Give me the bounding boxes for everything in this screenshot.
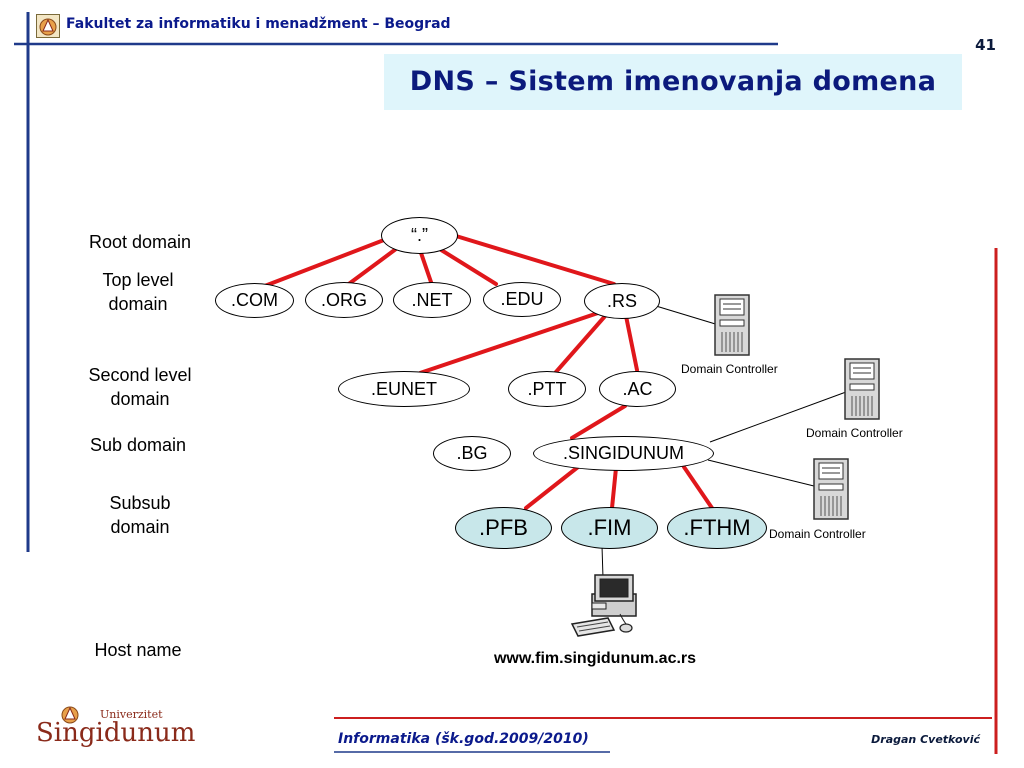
domain-controller-label: Domain Controller (806, 426, 903, 440)
university-logo-icon (61, 706, 79, 724)
edge-rs-eunet (418, 311, 600, 375)
faculty-name: Fakultet za informatiku i menadžment – B… (66, 16, 451, 32)
link-rs-dc (655, 305, 723, 327)
domain-controller-label: Domain Controller (681, 362, 778, 376)
node-fim: .FIM (561, 507, 658, 549)
node-org: .ORG (305, 282, 383, 318)
label-line: domain (108, 294, 168, 314)
label-line: domain (110, 389, 170, 409)
edge-rs-ac (624, 314, 639, 372)
node-eunet: .EUNET (338, 371, 470, 407)
page-number: 41 (975, 36, 996, 54)
label-top-level-domain: Top level domain (68, 268, 208, 316)
label-root-domain: Root domain (88, 232, 192, 252)
edge-root-net (418, 248, 434, 287)
label-line: Second level (88, 365, 192, 385)
label-second-level-domain: Second level domain (70, 363, 210, 411)
link-fim-host (601, 545, 604, 579)
edge-root-edu (436, 246, 498, 286)
node-rs: .RS (584, 283, 660, 319)
footer-course: Informatika (šk.god.2009/2010) (338, 731, 589, 747)
node-com: .COM (215, 283, 294, 318)
node-edu: .EDU (483, 282, 561, 317)
edge-rs-ptt (554, 313, 608, 374)
edge-singidunum-fim (610, 466, 618, 510)
university-label-big: Singidunum (36, 718, 196, 748)
label-line: domain (110, 517, 170, 537)
node-fthm: .FTHM (667, 507, 767, 549)
computer-icon (570, 574, 637, 637)
server-icon (714, 294, 750, 356)
node-pfb: .PFB (455, 507, 552, 549)
label-line: Top level (102, 270, 174, 290)
label-line: Subsub (109, 493, 171, 513)
node-bg: .BG (433, 436, 511, 471)
node-net: .NET (393, 282, 471, 318)
edge-ac-singidunum (570, 404, 627, 440)
title-background (384, 54, 962, 110)
slide-title: DNS – Sistem imenovanja domena (409, 66, 937, 97)
edge-singidunum-pfb (524, 465, 580, 510)
university-label-small: Univerzitet (100, 708, 163, 721)
footer-author: Dragan Cvetković (871, 733, 980, 746)
edge-singidunum-fthm (682, 465, 714, 510)
faculty-logo (36, 14, 60, 38)
edge-root-rs (454, 234, 616, 286)
edge-root-org (344, 244, 402, 288)
node-ac: .AC (599, 371, 676, 407)
domain-controller-label: Domain Controller (769, 527, 866, 541)
edge-root-com (260, 238, 386, 289)
label-host-name: Host name (94, 640, 182, 660)
node-ptt: .PTT (508, 371, 586, 407)
node-singidunum: .SINGIDUNUM (533, 436, 714, 471)
link-singidunum-dc (709, 391, 847, 443)
label-subsub-domain: Subsub domain (70, 491, 210, 539)
node-root: “.” (381, 217, 458, 254)
label-sub-domain: Sub domain (89, 435, 187, 455)
server-icon (813, 458, 849, 520)
host-url: www.fim.singidunum.ac.rs (493, 650, 697, 667)
link-singidunum-dc-2 (707, 459, 819, 488)
server-icon (844, 358, 880, 420)
